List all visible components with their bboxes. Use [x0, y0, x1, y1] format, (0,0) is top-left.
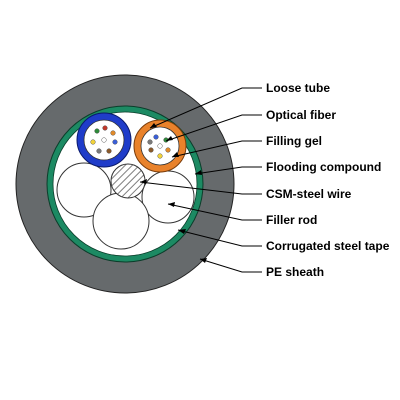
- leader-lines: [139, 87, 262, 273]
- label-filler-rod: Filler rod: [266, 213, 317, 227]
- leader-filler-rod: [167, 203, 262, 221]
- leader-arrowheads: [140, 123, 207, 263]
- label-pe-sheath: PE sheath: [266, 265, 324, 279]
- filler-rod-right: [141, 170, 195, 224]
- optical-fibers-blue-tube: [90, 125, 118, 154]
- label-loose-tube: Loose tube: [266, 81, 330, 95]
- label-filling-gel: Filling gel: [266, 134, 322, 148]
- filler-rod-bottom: [92, 192, 150, 250]
- leader-loose-tube: [149, 87, 262, 129]
- optical-fibers-orange-tube: [147, 134, 171, 159]
- leader-flooding-compound: [194, 166, 262, 175]
- label-corrugated-steel-tape: Corrugated steel tape: [266, 239, 390, 253]
- leader-filling-gel: [171, 140, 262, 158]
- csm-steel-wire: [110, 163, 146, 199]
- leader-csm-steel-wire: [139, 181, 262, 195]
- leader-optical-fiber: [165, 114, 262, 142]
- label-csm-steel-wire: CSM-steel wire: [266, 187, 352, 201]
- leader-pe-sheath: [199, 258, 262, 273]
- filler-rod-left: [56, 162, 112, 218]
- label-flooding-compound: Flooding compound: [266, 160, 381, 174]
- leader-corrugated-steel-tape: [177, 229, 262, 247]
- label-optical-fiber: Optical fiber: [266, 108, 336, 122]
